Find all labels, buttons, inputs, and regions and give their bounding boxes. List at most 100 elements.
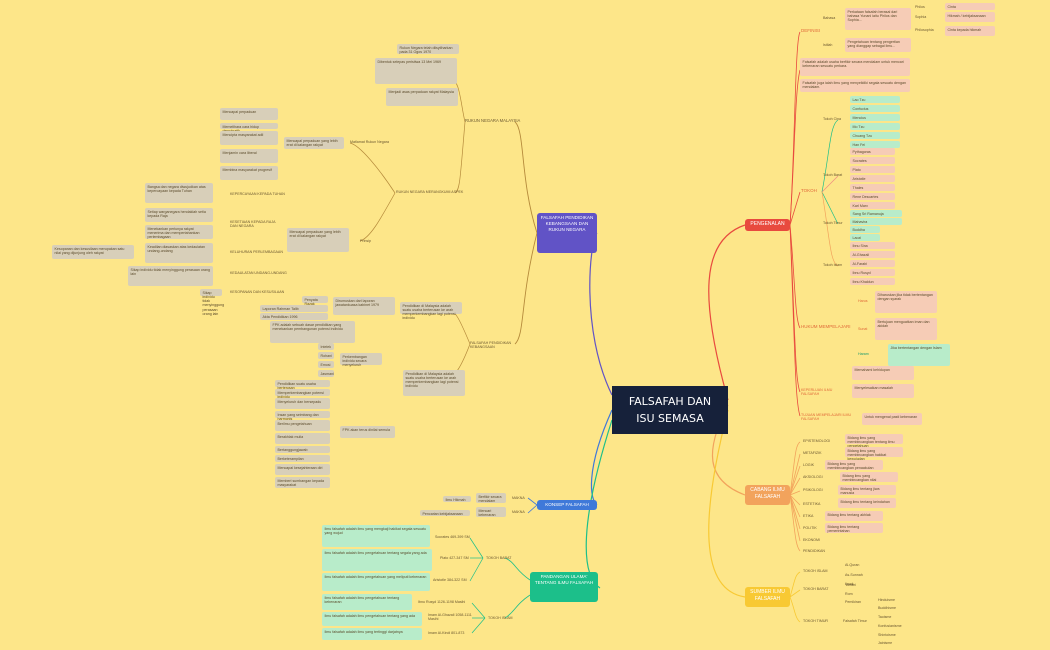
pandangan-islam-label[interactable]: TOKOH ISLAM xyxy=(488,616,513,620)
sumber-timur-item-5: Shintoisme xyxy=(878,633,896,637)
sumber-islam-item-2: As-Sunnah xyxy=(845,573,863,577)
pandangan-islam-1-name[interactable]: Ibnu Rusyd 1126-1198 Masihi xyxy=(418,600,466,604)
pandangan-barat-3-text: Ilmu falsafah adalah ilmu pengetahuan ya… xyxy=(322,573,430,591)
konsep-makna-1[interactable]: MAKNA xyxy=(512,496,525,500)
rukun-matlamat-5: Membina masyarakat progresif xyxy=(220,166,278,180)
rukun-prinsip-2-desc: Setiap warganegara hendaklah setia kepad… xyxy=(145,208,213,222)
rukun-prinsip-label[interactable]: Prinsip xyxy=(360,239,371,243)
fpk-ciri-9: Mencapai kesejahteraan diri xyxy=(275,464,330,475)
sumber-barat-item-2: Rom xyxy=(845,592,853,596)
tokoh-timur-label[interactable]: Tokoh Timur xyxy=(823,221,843,225)
tokoh-timur-item-4: Laozi xyxy=(850,234,880,241)
cabang-item-3[interactable]: LOGIK xyxy=(803,463,814,467)
pandangan-barat-2-name[interactable]: Plato 427-347 SM xyxy=(440,556,469,560)
rukun-prinsip-2[interactable]: KESETIAAN KEPADA RAJA DAN NEGARA xyxy=(230,220,276,229)
cabang-desc-8: Bidang ilmu tentang pemerintahan xyxy=(825,523,883,533)
tokoh-barat-label[interactable]: Tokoh Barat xyxy=(823,173,843,177)
fpk-ciri-1: Pendidikan suatu usaha berterusan xyxy=(275,380,330,390)
cabang-item-9[interactable]: EKONOMI xyxy=(803,538,820,542)
pandangan-islam-2-name[interactable]: Imam Al-Ghazali 1058-1111 Masihi xyxy=(428,613,472,622)
fpk-akta-2: Laporan Rahman Talib xyxy=(260,305,328,312)
fpk-title[interactable]: FALSAFAH PENDIDIKAN KEBANGSAAN xyxy=(470,341,512,350)
falsafah-pendidikan-node[interactable]: FALSAFAH PENDIDIKAN KEBANGSAAN DAN RUKUN… xyxy=(537,213,597,253)
rukun-kiri-note: Kesopanan dan kesusilaan merupakan satu … xyxy=(52,245,134,259)
sumber-barat-item-3: Pemikiran xyxy=(845,600,861,604)
cabang-item-5[interactable]: PSIKOLOGI xyxy=(803,488,823,492)
central-topic[interactable]: FALSAFAH DAN ISU SEMASA xyxy=(612,386,728,434)
cabang-desc-7: Bidang ilmu tentang akhlak xyxy=(825,511,883,521)
rukun-matlamat-3: Mencipta masyarakat adil xyxy=(220,131,278,145)
cabang-desc-6: Bidang ilmu tentang keindahan xyxy=(838,498,896,508)
fpk-ciri-7: Bertanggungjawab xyxy=(275,446,330,453)
hukum-sunat-label[interactable]: Sunat xyxy=(858,327,868,331)
hukum-sunat-text: Bertujuan menguatkan iman dan akidah xyxy=(875,318,937,340)
hukum-harus-label[interactable]: Harus xyxy=(858,299,868,303)
tokoh-barat-item-2: Socrates xyxy=(850,157,895,164)
rukun-prinsip-3[interactable]: KELUHURAN PERLEMBAGAAN xyxy=(230,250,283,254)
sumber-timur-label[interactable]: TOKOH TIMUR xyxy=(803,619,829,623)
cabang-item-7[interactable]: ETIKA xyxy=(803,514,814,518)
pandangan-barat-1-name[interactable]: Socrates 469-399 SM xyxy=(435,535,470,539)
cabang-node[interactable]: CABANG ILMU FALSAFAH xyxy=(745,485,790,505)
tokoh-label[interactable]: TOKOH xyxy=(801,188,817,193)
fpk-long: FPK adalah sebuah dasar pendidikan yang … xyxy=(270,321,355,343)
fpk-akta-1: Penyata Razak xyxy=(302,296,328,306)
fpk-akta-note: Dirumuskan dari laporan jawatankuasa kab… xyxy=(333,297,395,315)
pandangan-barat-label[interactable]: TOKOH BARAT xyxy=(486,556,512,560)
tujuan-text: Untuk mengenal pasti kebenaran xyxy=(862,413,922,425)
pandangan-islam-3-name[interactable]: Imam Al-Kindi 801-873 xyxy=(428,631,465,635)
tokoh-barat-item-6: Rene Descartes xyxy=(850,193,895,200)
cabang-desc-4: Bidang ilmu yang membincangkan nilai xyxy=(840,472,898,482)
fpk-ciri-2: Memperkembangkan potensi individu xyxy=(275,389,330,399)
pengenalan-para-2: Falsafah juga ialah ilmu yang menyelidik… xyxy=(800,79,910,92)
rukun-prinsip-3-desc: Keadilan diasaskan atas kedaulatan undan… xyxy=(145,243,213,263)
cabang-item-6[interactable]: ESTETIKA xyxy=(803,502,821,506)
tokoh-islam-label[interactable]: Tokoh Islam xyxy=(823,263,843,267)
tokoh-cina-label[interactable]: Tokoh Cina xyxy=(823,117,841,121)
fpk-ciri-6: Berakhlak mulia xyxy=(275,433,330,444)
definisi-istilah-label[interactable]: Istilah xyxy=(823,43,833,47)
cabang-item-2[interactable]: METAFIZIK xyxy=(803,451,822,455)
keperluan-label[interactable]: KEPERLUAN ILMU FALSAFAH xyxy=(801,388,833,397)
definisi-label[interactable]: DEFINISI xyxy=(801,28,821,33)
hukum-haram-label[interactable]: Haram xyxy=(858,352,869,356)
rukun-prinsip-5[interactable]: KESOPANAN DAN KESUSILAAN xyxy=(230,290,285,294)
cabang-item-10[interactable]: PENDIDIKAN xyxy=(803,549,825,553)
rukun-negara-title[interactable]: RUKUN NEGARA MALAYSIA xyxy=(465,118,521,123)
cabang-desc-1: Bidang ilmu yang membincangkan tentang i… xyxy=(845,434,903,448)
cabang-item-8[interactable]: POLITIK xyxy=(803,526,817,530)
hukum-harus-text: Diharuskan jika tidak bertentangan denga… xyxy=(875,291,937,313)
pengenalan-label: PENGENALAN xyxy=(750,221,785,227)
tokoh-timur-item-2: Mahavira xyxy=(850,218,902,225)
sumber-barat-label[interactable]: TOKOH BARAT xyxy=(803,587,829,591)
konsep-sub-2: Mencari kebenaran xyxy=(476,507,506,517)
bahasa-item-philos: Philos xyxy=(915,5,925,9)
pengenalan-node[interactable]: PENGENALAN xyxy=(745,219,790,231)
konsep-makna-2[interactable]: MAKNA xyxy=(512,510,525,514)
hukum-label[interactable]: HUKUM MEMPELAJARI xyxy=(801,324,851,329)
fpk-item-1: Intelek xyxy=(318,343,334,350)
bahasa-def-hikmah: Hikmah / kebijaksanaan xyxy=(945,12,995,22)
pandangan-barat-3-name[interactable]: Aristotle 384-322 SM xyxy=(433,578,467,582)
cabang-item-1[interactable]: EPISTEMOLOGI xyxy=(803,439,831,443)
fpk-item-4: Jasmani xyxy=(318,370,334,377)
sumber-node[interactable]: SUMBER ILMU FALSAFAH xyxy=(745,587,790,607)
sumber-islam-label[interactable]: TOKOH ISLAM xyxy=(803,569,828,573)
cabang-desc-5: Bidang ilmu tentang jiwa manusia xyxy=(838,485,896,495)
fpk-ciri-5: Berilmu pengetahuan xyxy=(275,420,330,431)
pandangan-node[interactable]: PANDANGAN ULAMA' TENTANG ILMU FALSAFAH xyxy=(530,572,598,602)
tokoh-timur-item-1: Sang Sri Ramanuja xyxy=(850,210,902,217)
konsep-node[interactable]: KONSEP FALSAFAH xyxy=(537,500,597,510)
definisi-bahasa-label[interactable]: Bahasa xyxy=(823,16,836,20)
pandangan-islam-2-text: Ilmu falsafah adalah ilmu pengetahuan te… xyxy=(322,612,422,626)
konsep-label: KONSEP FALSAFAH xyxy=(545,502,589,507)
tujuan-label[interactable]: TUJUAN MEMPELAJARI ILMU FALSAFAH xyxy=(801,413,852,422)
rukun-prinsip-title[interactable]: RUKUN NEGARA MERANGKUMI ASPEK xyxy=(396,190,464,194)
rukun-prinsip-1[interactable]: KEPERCAYAAN KEPADA TUHAN xyxy=(230,192,285,196)
rukun-matlamat-label[interactable]: Matlamat Rukun Negara xyxy=(350,140,389,144)
cabang-item-4[interactable]: AKSIOLOGI xyxy=(803,475,823,479)
sumber-timur-item-2: Buddhisme xyxy=(878,606,896,610)
konsep-sub-1: Berfikir secara mendalam xyxy=(476,493,506,503)
rukun-prinsip-2-desc-b: Menekankan perlunya rakyat menerima dan … xyxy=(145,225,213,239)
rukun-prinsip-4[interactable]: KEDAULATAN UNDANG-UNDANG xyxy=(230,271,287,275)
